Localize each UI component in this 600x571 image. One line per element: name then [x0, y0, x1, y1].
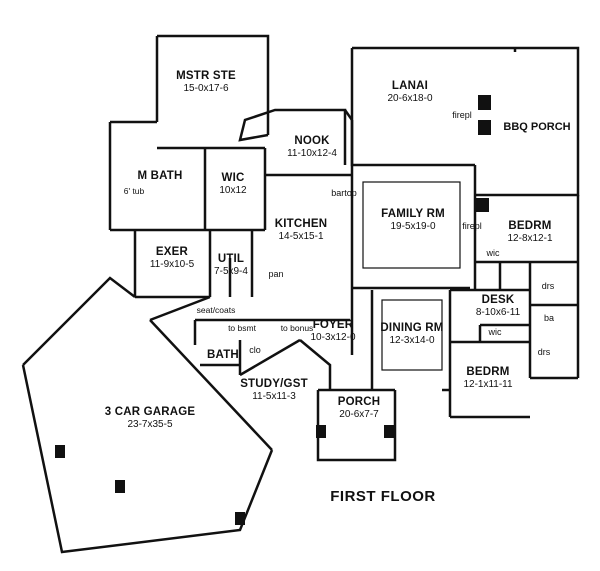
- closet-label: clo: [249, 345, 261, 355]
- pantry-label: pan: [268, 269, 284, 279]
- bath-small-label: ba: [543, 313, 555, 323]
- fireplace-label-family: firepl: [462, 221, 482, 231]
- bbq-porch-label: BBQ PORCH: [503, 121, 571, 133]
- wic-bedroom-label: wic: [486, 248, 500, 258]
- floor-title: FIRST FLOOR: [330, 488, 436, 505]
- room-bath: BATH: [207, 349, 239, 361]
- room-master-bath: M BATH: [137, 170, 183, 182]
- dresser-label-1: drs: [541, 281, 555, 291]
- tub-label: 6' tub: [123, 186, 145, 196]
- dresser-label-2: drs: [537, 347, 551, 357]
- bartop-label: bartop: [331, 188, 357, 198]
- fireplace-label-lanai: firepl: [452, 110, 472, 120]
- to-bonus-label: to bonus: [280, 323, 314, 333]
- wic-desk-label: wic: [488, 327, 502, 337]
- to-basement-label: to bsmt: [228, 323, 256, 333]
- seat-coats-label: seat/coats: [196, 305, 236, 315]
